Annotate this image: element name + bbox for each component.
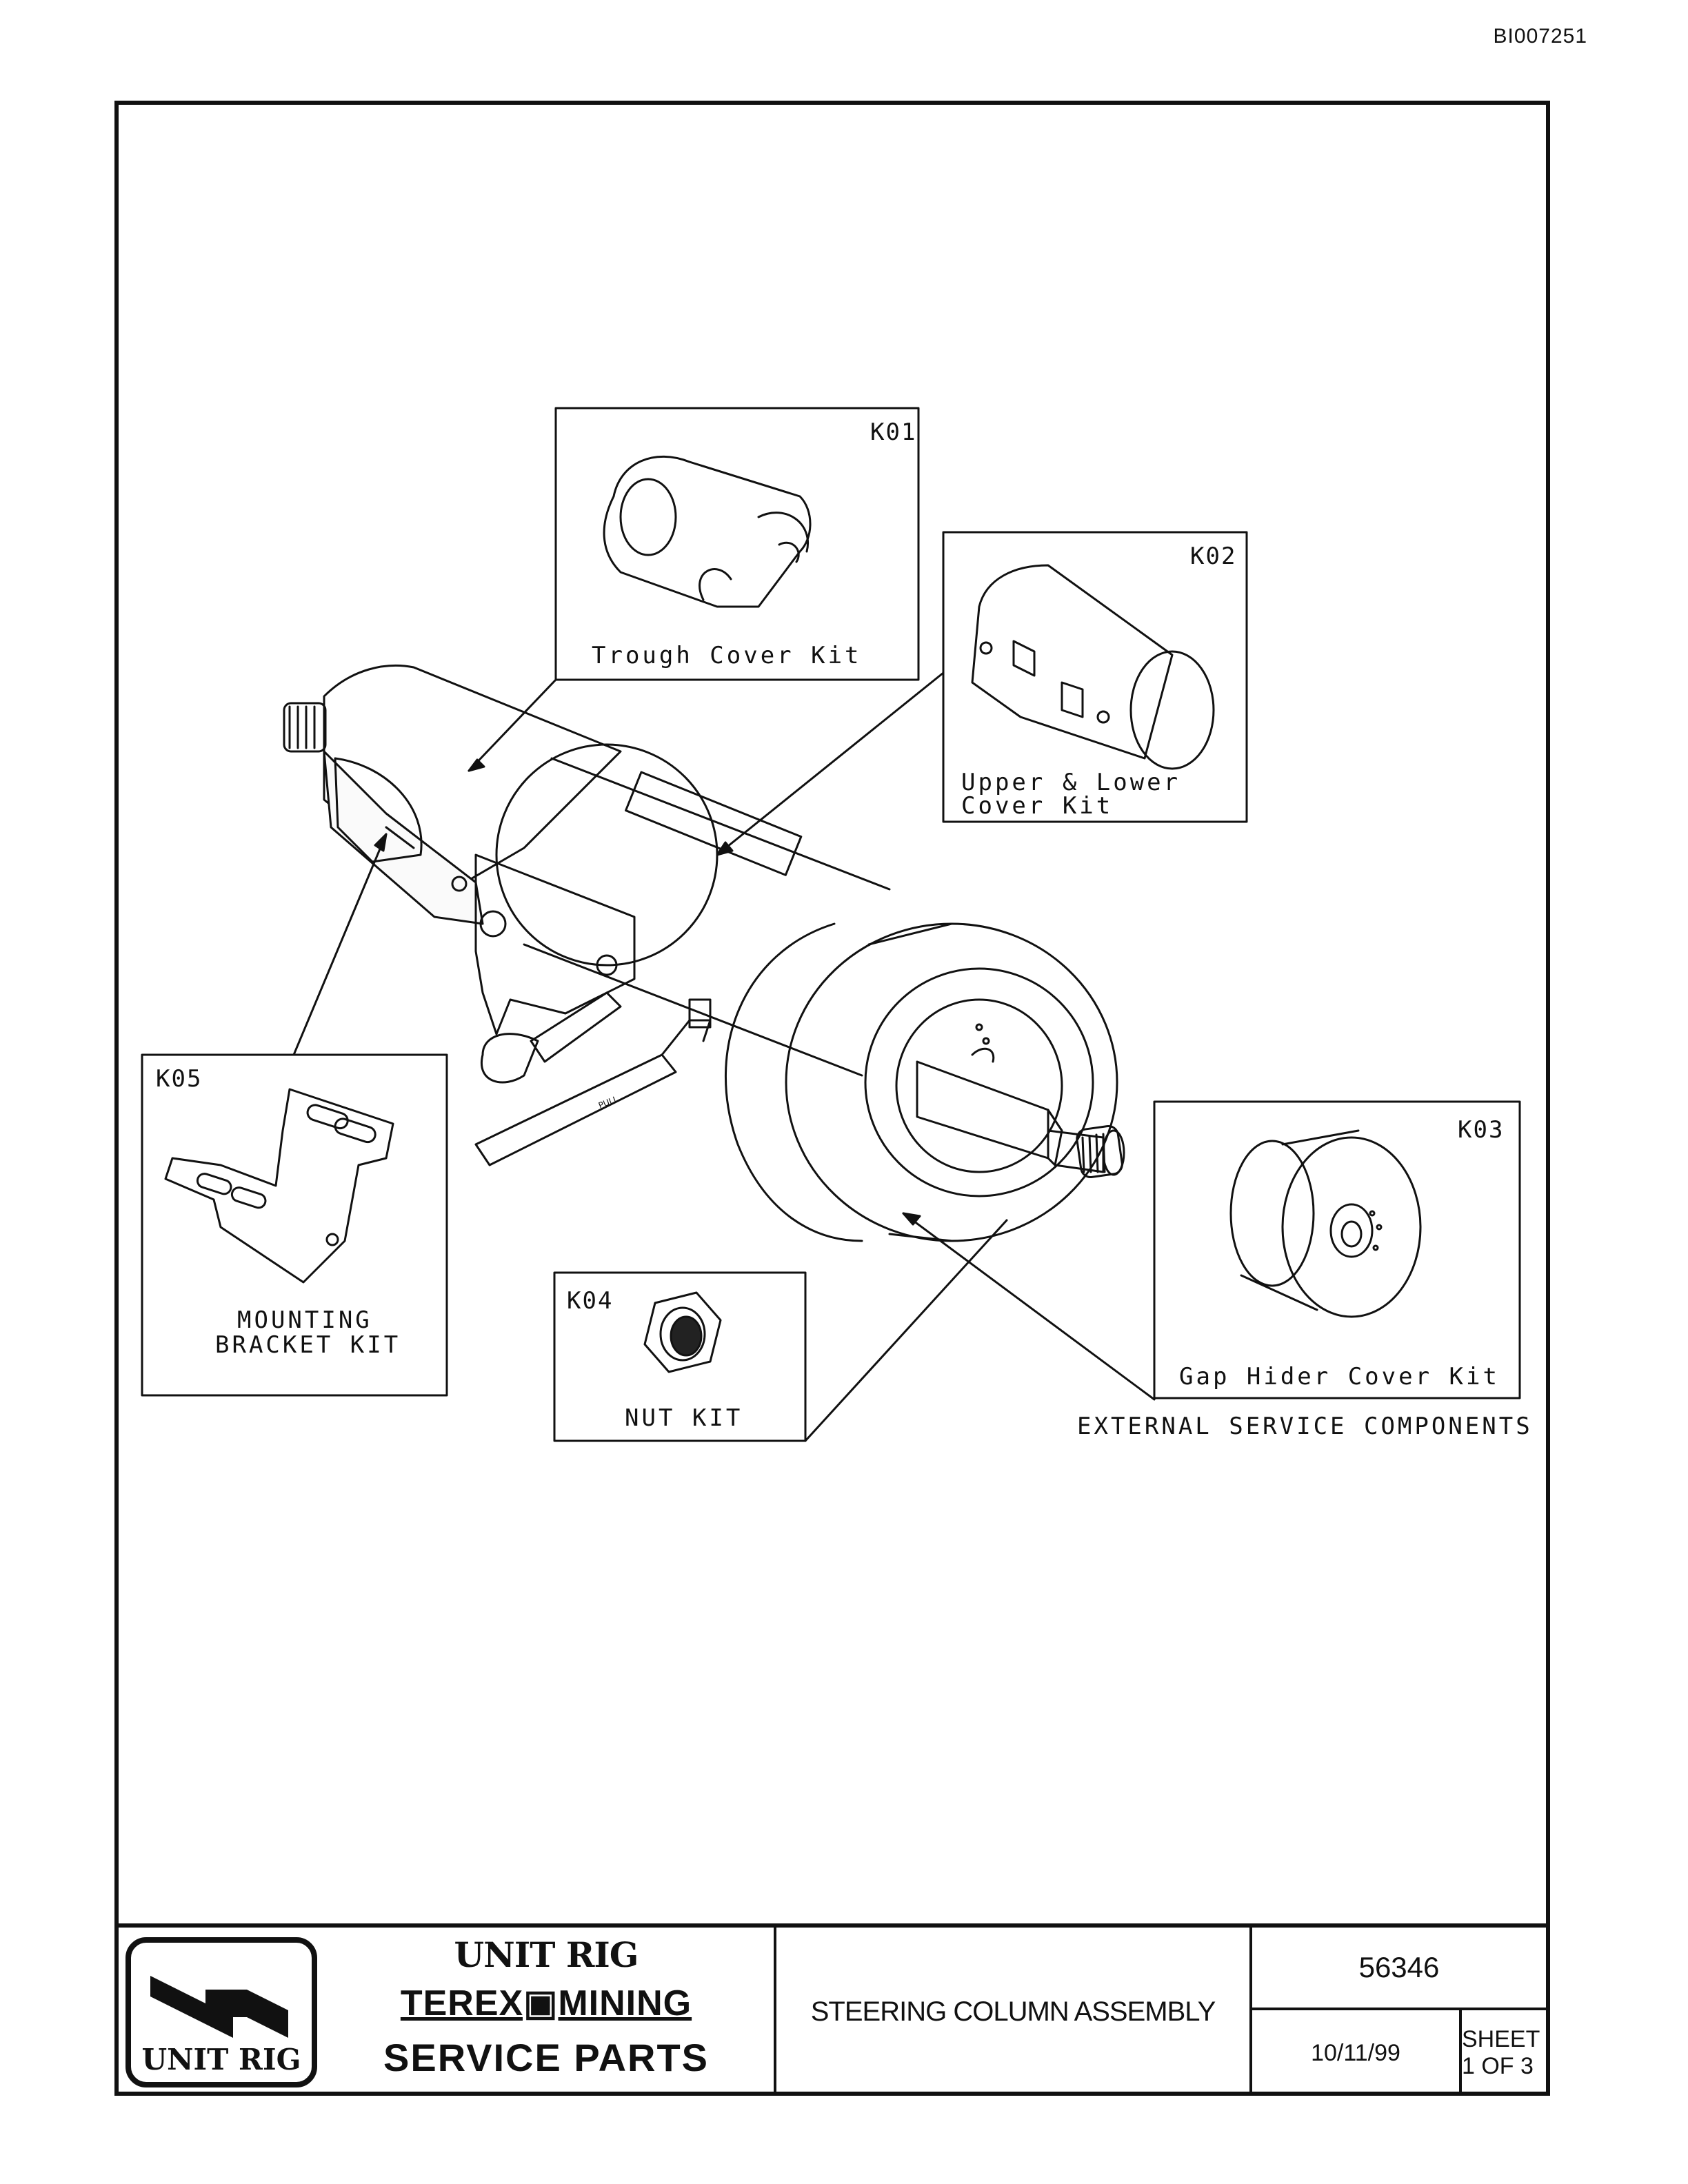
- kit-k04-box: [553, 1271, 807, 1442]
- kit-k01-box: [554, 407, 920, 681]
- svg-text:UNIT RIG: UNIT RIG: [142, 2043, 301, 2076]
- kit-k01-label: Trough Cover Kit: [592, 642, 862, 669]
- brand-terex-mining: TEREX▣MINING: [400, 1983, 692, 2023]
- kit-k04-label: NUT KIT: [625, 1404, 743, 1432]
- kit-k01-id: K01: [870, 418, 916, 446]
- kit-k03-box: [1153, 1100, 1521, 1399]
- kit-k02-label-line1: Upper & Lower: [961, 769, 1180, 796]
- kit-k02-box: [942, 531, 1248, 823]
- document-id: BI007251: [1493, 25, 1587, 48]
- unit-rig-logo: UNIT RIG: [125, 1937, 317, 2087]
- kit-k05-id: K05: [156, 1065, 202, 1093]
- kit-k03-label: Gap Hider Cover Kit: [1179, 1363, 1500, 1391]
- brand-unit-rig: UNIT RIG: [454, 1934, 639, 1975]
- drawing-title: STEERING COLUMN ASSEMBLY: [774, 1928, 1249, 2096]
- sheet-number: SHEET 1 OF 3: [1459, 2010, 1546, 2096]
- mounting-bracket-illustration: [164, 1088, 394, 1284]
- kit-k05-label-line2: BRACKET KIT: [215, 1331, 401, 1359]
- kit-k05-label-line1: MOUNTING: [237, 1306, 372, 1334]
- brand-block: UNIT RIG TEREX▣MINING SERVICE PARTS: [319, 1928, 774, 2096]
- gap-hider-illustration: [1229, 1129, 1422, 1318]
- kit-k03-id: K03: [1458, 1116, 1504, 1144]
- kit-k02-label-line2: Cover Kit: [961, 792, 1113, 820]
- leader-line-k02: [716, 671, 945, 856]
- upper-lower-cover-illustration: [971, 564, 1215, 770]
- lever-marking: PULL: [597, 1094, 620, 1111]
- brand-service-parts: SERVICE PARTS: [383, 2036, 710, 2079]
- kit-k02-id: K02: [1190, 543, 1236, 570]
- title-block: UNIT RIG UNIT RIG TEREX▣MINING SERVICE P…: [114, 1923, 1550, 2096]
- section-caption: EXTERNAL SERVICE COMPONENTS: [1077, 1413, 1533, 1440]
- steering-column-illustration: [283, 664, 1125, 1242]
- trough-cover-illustration: [603, 455, 812, 608]
- leader-line-k05: [292, 833, 388, 1056]
- drawing-number: 56346: [1252, 1928, 1546, 2010]
- leader-line-k03: [902, 1212, 1156, 1401]
- leader-line-k04: [804, 1219, 1008, 1442]
- drawing-date: 10/11/99: [1311, 2039, 1400, 2066]
- nut-illustration: [643, 1291, 722, 1373]
- title-block-right: 56346 10/11/99 SHEET 1 OF 3: [1249, 1928, 1546, 2096]
- drawing-frame: [114, 101, 1550, 2096]
- exploded-view-drawing: K01 Trough Cover Kit K02 Upper & Lower C…: [141, 407, 1533, 1442]
- kit-k04-id: K04: [567, 1287, 613, 1315]
- leader-line-k01: [468, 678, 557, 772]
